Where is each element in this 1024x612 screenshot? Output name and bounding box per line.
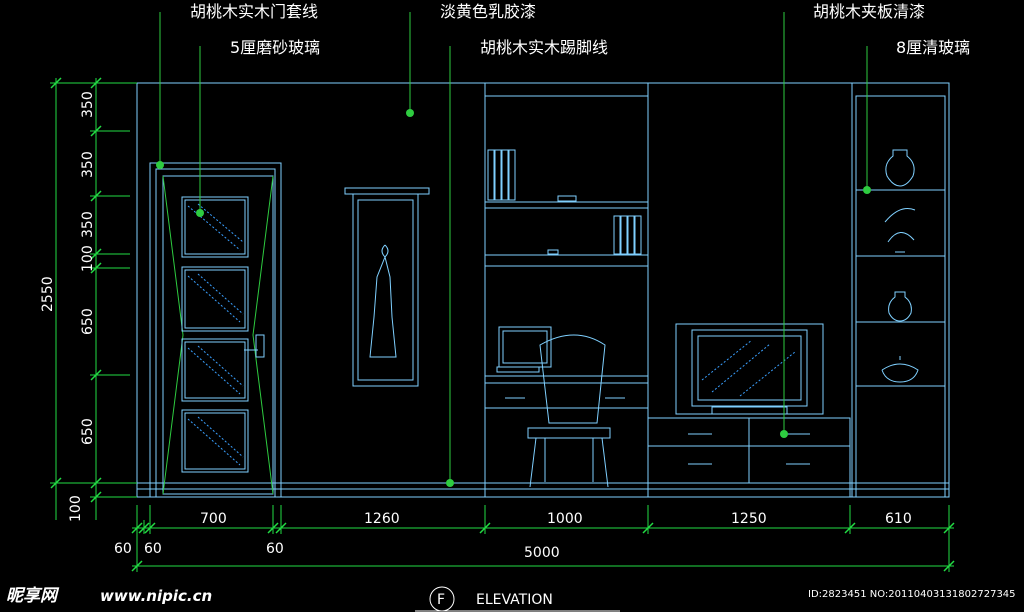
label-frosted-glass: 5厘磨砂玻璃 bbox=[230, 38, 320, 57]
vertical-dimension-lines bbox=[50, 77, 137, 520]
title-letter: F bbox=[437, 592, 445, 608]
bookcase-desk bbox=[484, 82, 649, 498]
label-cabinet-finish: 胡桃木夹板清漆 bbox=[813, 2, 925, 21]
dim-small-2: 60 bbox=[144, 541, 162, 557]
horizontal-dimension-texts: 700 1260 1000 1250 610 60 60 60 5000 bbox=[114, 511, 912, 561]
door bbox=[149, 162, 282, 498]
dim-h-tv: 1250 bbox=[731, 511, 767, 527]
horizontal-dimension-lines bbox=[131, 505, 955, 572]
label-skirting: 胡桃木实木踢脚线 bbox=[480, 38, 608, 57]
dim-v-4: 100 bbox=[80, 245, 96, 272]
label-door-trim: 胡桃木实木门套线 bbox=[190, 2, 318, 21]
dim-h-bookcase: 1000 bbox=[547, 511, 583, 527]
dim-v-3: 350 bbox=[80, 211, 96, 238]
dim-v-5: 650 bbox=[80, 308, 96, 335]
title-text: ELEVATION bbox=[476, 592, 553, 608]
dim-total-height: 2550 bbox=[40, 276, 56, 312]
vertical-dimension-texts: 350 350 350 100 650 650 100 2550 bbox=[40, 91, 96, 522]
dim-v-6: 650 bbox=[80, 418, 96, 445]
leader-dots bbox=[156, 109, 871, 487]
hanging-painting bbox=[344, 187, 430, 387]
watermark: 昵享网 www.nipic.cn ID:2823451 NO:201104031… bbox=[6, 586, 1016, 606]
label-wall-paint: 淡黄色乳胶漆 bbox=[440, 2, 536, 21]
dim-h-door: 700 bbox=[200, 511, 227, 527]
dim-v-7: 100 bbox=[68, 495, 84, 522]
dim-h-shelves: 610 bbox=[885, 511, 912, 527]
tv-cabinet bbox=[647, 323, 851, 498]
dim-v-1: 350 bbox=[80, 91, 96, 118]
dim-v-2: 350 bbox=[80, 151, 96, 178]
label-clear-glass: 8厘清玻璃 bbox=[896, 38, 970, 57]
watermark-logo: 昵享网 bbox=[6, 586, 60, 606]
watermark-url: www.nipic.cn bbox=[100, 587, 212, 605]
watermark-id: ID:2823451 NO:20110403131802727345 bbox=[808, 589, 1016, 600]
dim-total-width: 5000 bbox=[524, 545, 560, 561]
leader-lines bbox=[159, 12, 868, 483]
dim-small-3: 60 bbox=[266, 541, 284, 557]
dim-small-1: 60 bbox=[114, 541, 132, 557]
display-shelves bbox=[851, 82, 950, 498]
title-block: F ELEVATION bbox=[415, 586, 620, 612]
dim-h-wall: 1260 bbox=[364, 511, 400, 527]
